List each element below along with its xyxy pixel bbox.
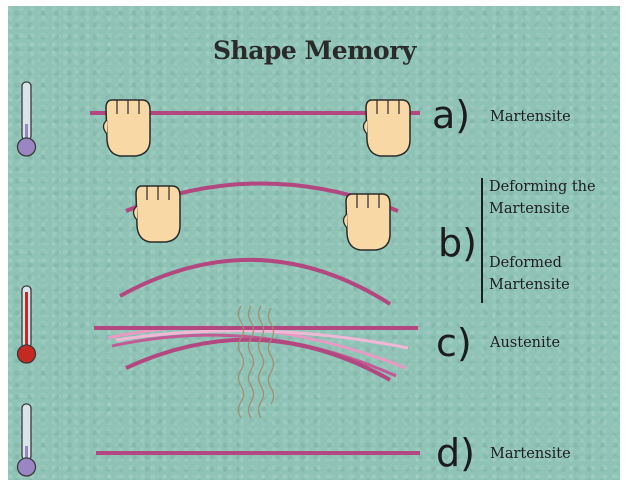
thermometer-cold-icon-d <box>18 404 36 476</box>
wires-austenite-c <box>94 327 418 380</box>
stage-c-label: Austenite <box>490 332 560 354</box>
hand-icon-a-left <box>104 100 151 156</box>
diagram-title: Shape Memory <box>213 36 416 65</box>
stage-b-label-line: Martensite <box>489 274 570 296</box>
stage-d-letter: d) <box>436 434 475 472</box>
stage-b-letter: b) <box>438 224 477 262</box>
stage-d-label: Martensite <box>490 443 571 465</box>
stage-b-label-deformed: Deformed Martensite <box>489 252 570 297</box>
thermometer-cold-icon-a <box>18 82 36 156</box>
stage-a-letter: a) <box>432 96 470 134</box>
stage-b-label-deforming: Deforming the Martensite <box>489 176 596 221</box>
hand-icon-a-right <box>364 100 411 156</box>
stage-b-label-line: Deforming the <box>489 176 596 198</box>
stage-b-label-line: Martensite <box>489 198 596 220</box>
stage-c-letter: c) <box>436 324 472 362</box>
wire-deformed-b <box>120 260 390 304</box>
stage-a-label: Martensite <box>490 106 571 128</box>
hand-icon-b-right <box>344 194 391 250</box>
stage-b-label-line: Deformed <box>489 252 570 274</box>
thermometer-hot-icon-c <box>18 286 36 363</box>
diagram-art <box>8 6 620 480</box>
heat-waves-icon <box>239 306 274 418</box>
diagram-panel: Shape Memory a) Martensite b) Deforming … <box>8 6 620 480</box>
hand-icon-b-left <box>134 186 181 242</box>
